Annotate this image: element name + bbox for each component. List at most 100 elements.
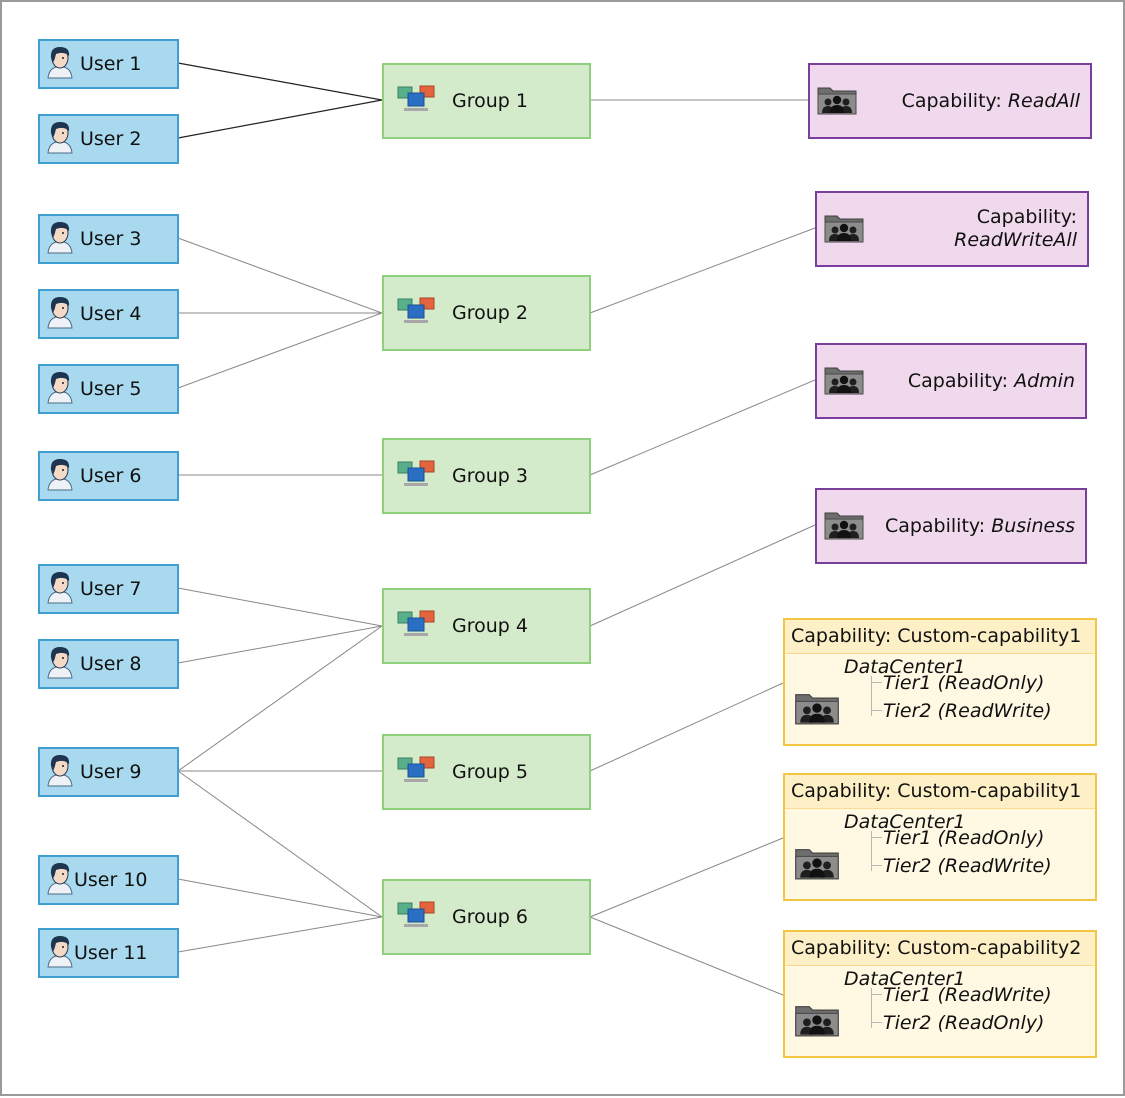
capability-prefix: Capability: [976,206,1077,228]
custom-capability-node[interactable]: Capability: Custom-capability2 DataCente… [783,930,1097,1058]
group-node[interactable]: Group 4 [382,588,591,664]
shared-folder-icon [823,362,865,400]
tier-label: Tier2 (ReadWrite) [883,855,1052,877]
user-avatar-icon [46,220,74,258]
shared-folder-icon [793,1000,841,1042]
custom-capability-node[interactable]: Capability: Custom-capability1 DataCente… [783,773,1097,901]
group-node[interactable]: Group 6 [382,879,591,955]
capability-name: ReadAll [1007,89,1080,112]
custom-capability-node[interactable]: Capability: Custom-capability1 DataCente… [783,618,1097,746]
group-label: Group 2 [452,302,528,324]
user-node[interactable]: User 2 [38,114,179,164]
link-group6-custom1b [589,837,784,918]
user-avatar-icon [46,570,74,608]
user-label: User 2 [80,128,142,150]
link-user3-group2 [177,237,383,314]
user-label: User 3 [80,228,142,250]
user-avatar-icon [46,457,74,495]
user-node[interactable]: User 9 [38,747,179,797]
capability-text: Capability: Admin [865,370,1075,393]
user-label: User 5 [80,378,142,400]
datacenter-label: DataCenter1 [844,656,966,678]
link-user7-group4 [177,587,383,627]
user-label: User 11 [74,942,148,964]
capability-prefix: Capability: [884,514,992,537]
group-node[interactable]: Group 2 [382,275,591,351]
group-computers-icon [396,755,436,789]
user-node[interactable]: User 3 [38,214,179,264]
capability-text: Capability:ReadWriteAll [865,206,1077,252]
shared-folder-icon [793,688,841,730]
user-label: User 8 [80,653,142,675]
tier-label: Tier1 (ReadOnly) [883,672,1045,694]
datacenter-label: DataCenter1 [844,811,966,833]
group-computers-icon [396,459,436,493]
capability-prefix: Capability: [901,89,1008,112]
capability-name: Business [991,514,1075,537]
user-label: User 7 [80,578,142,600]
tree-connector [871,988,884,1028]
user-node[interactable]: User 5 [38,364,179,414]
user-label: User 4 [80,303,142,325]
capability-node[interactable]: Capability:ReadWriteAll [815,191,1089,267]
link-user5-group2 [177,312,383,389]
user-node[interactable]: User 8 [38,639,179,689]
capability-node[interactable]: Capability: ReadAll [808,63,1092,139]
user-node[interactable]: User 7 [38,564,179,614]
user-label: User 10 [74,869,148,891]
group-label: Group 5 [452,761,528,783]
user-avatar-icon [46,645,74,683]
capability-node[interactable]: Capability: Admin [815,343,1087,419]
tier-label: Tier2 (ReadOnly) [883,1012,1045,1034]
link-user1-group1 [177,62,383,101]
capability-name: Admin [1014,369,1075,392]
user-avatar-icon [46,295,74,333]
user-node[interactable]: User 10 [38,855,179,905]
link-user8-group4 [177,625,383,664]
user-label: User 1 [80,53,142,75]
shared-folder-icon [823,507,865,545]
group-label: Group 3 [452,465,528,487]
group-node[interactable]: Group 3 [382,438,591,514]
tier-label: Tier2 (ReadWrite) [883,700,1052,722]
link-user9-group6 [177,770,383,918]
group-node[interactable]: Group 1 [382,63,591,139]
user-node[interactable]: User 4 [38,289,179,339]
tree-connector [871,676,884,716]
group-node[interactable]: Group 5 [382,734,591,810]
link-group6-custom2 [589,916,784,996]
custom-capability-title: Capability: Custom-capability1 [785,775,1095,809]
user-avatar-icon [46,120,74,158]
capability-text: Capability: ReadAll [858,90,1080,113]
group-label: Group 4 [452,615,528,637]
user-node[interactable]: User 1 [38,39,179,89]
user-avatar-icon [46,753,74,791]
shared-folder-icon [816,82,858,120]
link-group3-admin [589,379,816,476]
custom-capability-title: Capability: Custom-capability1 [785,620,1095,654]
capability-prefix: Capability: [907,369,1015,392]
link-user9-group4 [177,625,383,772]
user-node[interactable]: User 11 [38,928,179,978]
group-computers-icon [396,900,436,934]
user-label: User 9 [80,761,142,783]
custom-capability-body: DataCenter1 Tier1 (ReadOnly) Tier2 (Read… [785,654,1095,744]
tree-connector [871,831,884,871]
group-computers-icon [396,296,436,330]
user-node[interactable]: User 6 [38,451,179,501]
capability-text: Capability: Business [865,515,1075,538]
tier-label: Tier1 (ReadWrite) [883,984,1052,1006]
custom-capability-body: DataCenter1 Tier1 (ReadOnly) Tier2 (Read… [785,809,1095,899]
custom-capability-title: Capability: Custom-capability2 [785,932,1095,966]
link-user10-group6 [177,878,383,918]
group-label: Group 1 [452,90,528,112]
user-label: User 6 [80,465,142,487]
custom-capability-body: DataCenter1 Tier1 (ReadWrite) Tier2 (Rea… [785,966,1095,1056]
link-user11-group6 [177,916,383,953]
shared-folder-icon [823,210,865,248]
tier-label: Tier1 (ReadOnly) [883,827,1045,849]
capability-name: ReadWriteAll [954,229,1077,251]
capability-node[interactable]: Capability: Business [815,488,1087,564]
